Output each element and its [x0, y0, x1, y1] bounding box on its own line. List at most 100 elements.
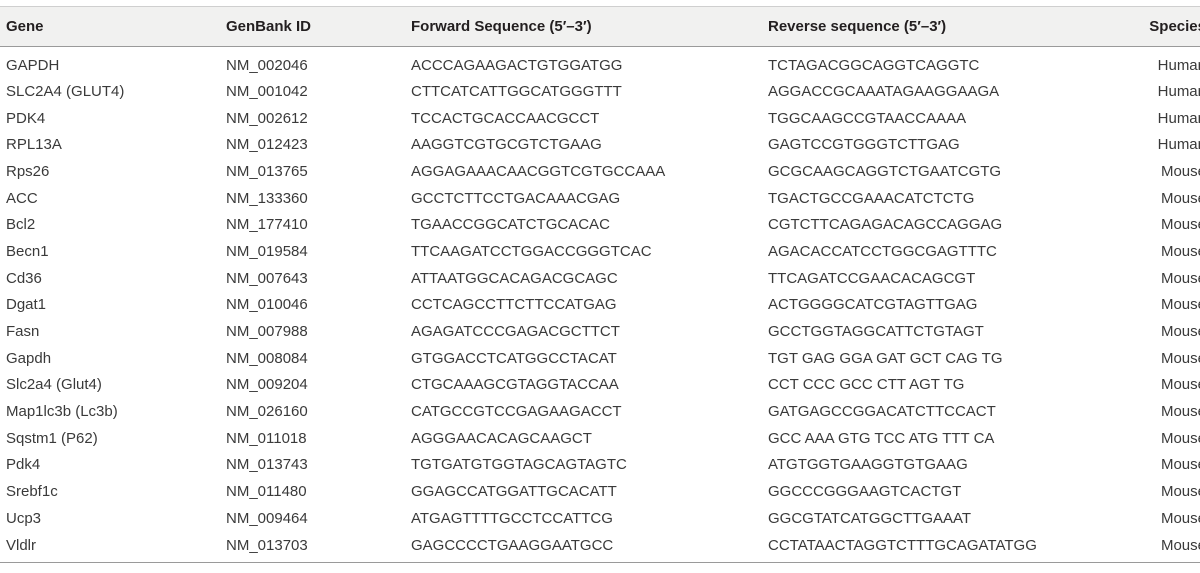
table-row: PDK4 NM_002612 TCCACTGCACCAACGCCT TGGCAAGCC…	[0, 105, 1200, 132]
table-header: Gene GenBank ID Forward Sequence (5′–3′)…	[0, 6, 1200, 47]
cell-gene: Bcl2	[6, 216, 36, 234]
header-row: Gene GenBank ID Forward Sequence (5′–3′)…	[0, 6, 1200, 47]
cell-gene: RPL13A	[6, 136, 62, 154]
primer-sequence-table: Gene GenBank ID Forward Sequence (5′–3′)…	[0, 6, 1200, 563]
header-forward-sequence: Forward Sequence (5′–3′)	[411, 18, 592, 35]
cell-forward-sequence: ATGAGTTTTGCCTCCATTCG	[411, 509, 613, 527]
cell-forward-sequence: TGTGATGTGGTAGCAGTAGTC	[411, 456, 627, 474]
cell-gene: Rps26	[6, 162, 50, 180]
cell-genbank-id: NM_013703	[226, 536, 308, 554]
cell-genbank-id: NM_019584	[226, 242, 308, 260]
cell-gene: PDK4	[6, 109, 46, 127]
cell-species: Mouse	[1160, 162, 1200, 180]
table-row: Dgat1 NM_010046 CCTCAGCCTTCTTCCATGAG ACTGGG…	[0, 292, 1200, 319]
cell-genbank-id: NM_133360	[226, 189, 308, 207]
cell-gene: Map1lc3b (Lc3b)	[6, 403, 118, 421]
cell-forward-sequence: TCCACTGCACCAACGCCT	[411, 109, 600, 127]
table-row: SLC2A4 (GLUT4) NM_001042 CTTCATCATTGGCATGG…	[0, 78, 1200, 105]
cell-genbank-id: NM_026160	[226, 403, 308, 421]
cell-genbank-id: NM_012423	[226, 136, 308, 154]
cell-species: Mouse	[1160, 349, 1200, 367]
cell-gene: Becn1	[6, 242, 49, 260]
cell-genbank-id: NM_013743	[226, 456, 308, 474]
cell-forward-sequence: GTGGACCTCATGGCCTACAT	[411, 349, 617, 367]
cell-species: Human	[1157, 56, 1200, 74]
cell-reverse-sequence: ATGTGGTGAAGGTGTGAAG	[768, 456, 968, 474]
cell-forward-sequence: TGAACCGGCATCTGCACAC	[411, 216, 610, 234]
cell-species: Mouse	[1160, 296, 1200, 314]
cell-genbank-id: NM_177410	[226, 216, 308, 234]
cell-gene: Dgat1	[6, 296, 47, 314]
cell-genbank-id: NM_009204	[226, 376, 308, 394]
cell-reverse-sequence: GATGAGCCGGACATCTTCCACT	[768, 403, 996, 421]
cell-gene: SLC2A4 (GLUT4)	[6, 82, 125, 100]
cell-genbank-id: NM_010046	[226, 296, 308, 314]
cell-reverse-sequence: CCTATAACTAGGTCTTTGCAGATATGG	[768, 536, 1037, 554]
cell-forward-sequence: CCTCAGCCTTCTTCCATGAG	[411, 296, 617, 314]
cell-forward-sequence: CATGCCGTCCGAGAAGACCT	[411, 403, 622, 421]
cell-forward-sequence: GGAGCCATGGATTGCACATT	[411, 483, 617, 501]
table-row: Vldlr NM_013703 GAGCCCCTGAAGGAATGCC CCTATAA…	[0, 532, 1200, 563]
cell-forward-sequence: TTCAAGATCCTGGACCGGGTCAC	[411, 242, 652, 260]
table-row: Slc2a4 (Glut4) NM_009204 CTGCAAAGCGTAGGTAC…	[0, 372, 1200, 399]
cell-forward-sequence: GAGCCCCTGAAGGAATGCC	[411, 536, 614, 554]
cell-reverse-sequence: ACTGGGGCATCGTAGTTGAG	[768, 296, 978, 314]
cell-genbank-id: NM_013765	[226, 162, 308, 180]
cell-forward-sequence: AGAGATCCCGAGACGCTTCT	[411, 323, 620, 341]
cell-species: Mouse	[1160, 429, 1200, 447]
table-row: Becn1 NM_019584 TTCAAGATCCTGGACCGGGTCAC AGA…	[0, 238, 1200, 265]
cell-reverse-sequence: GCC AAA GTG TCC ATG TTT CA	[768, 429, 995, 447]
cell-gene: Sqstm1 (P62)	[6, 429, 98, 447]
cell-species: Mouse	[1160, 509, 1200, 527]
cell-reverse-sequence: TCTAGACGGCAGGTCAGGTC	[768, 56, 980, 74]
header-genbank-id: GenBank ID	[226, 18, 312, 35]
table-row: Map1lc3b (Lc3b) NM_026160 CATGCCGTCCGAGAAG…	[0, 398, 1200, 425]
cell-species: Mouse	[1160, 456, 1200, 474]
cell-gene: Srebf1c	[6, 483, 58, 501]
cell-reverse-sequence: CCT CCC GCC CTT AGT TG	[768, 376, 965, 394]
cell-reverse-sequence: TGGCAAGCCGTAACCAAAA	[768, 109, 967, 127]
cell-forward-sequence: AAGGTCGTGCGTCTGAAG	[411, 136, 602, 154]
cell-genbank-id: NM_011480	[226, 483, 307, 501]
cell-genbank-id: NM_011018	[226, 429, 307, 447]
cell-reverse-sequence: TGACTGCCGAAACATCTCTG	[768, 189, 975, 207]
cell-gene: Slc2a4 (Glut4)	[6, 376, 102, 394]
cell-reverse-sequence: CGTCTTCAGAGACAGCCAGGAG	[768, 216, 1003, 234]
cell-genbank-id: NM_007988	[226, 323, 308, 341]
cell-reverse-sequence: AGGACCGCAAATAGAAGGAAGA	[768, 82, 1000, 100]
cell-reverse-sequence: TTCAGATCCGAACACAGCGT	[768, 269, 976, 287]
cell-gene: Gapdh	[6, 349, 52, 367]
cell-reverse-sequence: TGT GAG GGA GAT GCT CAG TG	[768, 349, 1003, 367]
cell-species: Mouse	[1160, 536, 1200, 554]
cell-reverse-sequence: AGACACCATCCTGGCGAGTTTC	[768, 242, 997, 260]
cell-forward-sequence: CTGCAAAGCGTAGGTACCAA	[411, 376, 619, 394]
header-gene: Gene	[6, 18, 44, 35]
cell-species: Mouse	[1160, 242, 1200, 260]
cell-genbank-id: NM_008084	[226, 349, 308, 367]
cell-gene: Pdk4	[6, 456, 41, 474]
cell-gene: Vldlr	[6, 536, 37, 554]
cell-gene: GAPDH	[6, 56, 60, 74]
header-reverse-sequence: Reverse sequence (5′–3′)	[768, 18, 947, 35]
cell-reverse-sequence: GCCTGGTAGGCATTCTGTAGT	[768, 323, 984, 341]
cell-species: Human	[1157, 109, 1200, 127]
table-row: Pdk4 NM_013743 TGTGATGTGGTAGCAGTAGTC ATGTGG…	[0, 452, 1200, 479]
cell-genbank-id: NM_001042	[226, 82, 308, 100]
cell-species: Mouse	[1160, 403, 1200, 421]
cell-genbank-id: NM_009464	[226, 509, 308, 527]
cell-genbank-id: NM_002612	[226, 109, 308, 127]
cell-forward-sequence: CTTCATCATTGGCATGGGTTT	[411, 82, 622, 100]
cell-species: Mouse	[1160, 323, 1200, 341]
cell-genbank-id: NM_007643	[226, 269, 308, 287]
table-row: Gapdh NM_008084 GTGGACCTCATGGCCTACAT TGT GA…	[0, 345, 1200, 372]
